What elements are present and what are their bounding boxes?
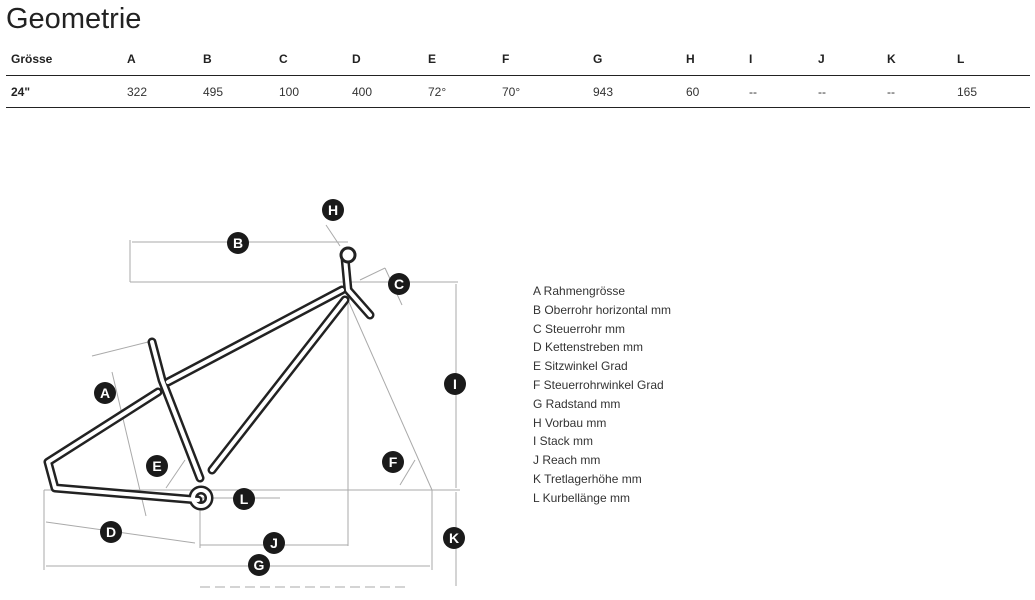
legend-item: L Kurbellänge mm: [533, 490, 630, 505]
legend-item: C Steuerrohr mm: [533, 321, 626, 336]
table-cell: 165: [957, 85, 978, 99]
header-cell: A: [127, 52, 136, 66]
svg-text:B: B: [233, 235, 243, 251]
marker-i: I: [444, 373, 466, 395]
header-cell: J: [818, 52, 825, 66]
header-cell: F: [502, 52, 510, 66]
table-cell: 72°: [428, 85, 447, 99]
legend-item: H Vorbau mm: [533, 415, 607, 430]
legend-item: J Reach mm: [533, 453, 601, 468]
svg-text:H: H: [328, 202, 338, 218]
svg-text:L: L: [240, 491, 249, 507]
geometry-legend: A Rahmengrösse B Oberrohr horizontal mm …: [533, 282, 671, 508]
table-cell: 70°: [502, 85, 521, 99]
table-cell: --: [887, 85, 895, 99]
svg-text:F: F: [389, 454, 398, 470]
table-cell: --: [818, 85, 826, 99]
svg-text:A: A: [100, 385, 110, 401]
table-cell: 100: [279, 85, 300, 99]
geometry-table: Grösse A B C D E F G H I J K L 24" 322 4…: [6, 44, 1030, 108]
table-cell: --: [749, 85, 757, 99]
legend-item: F Steuerrohrwinkel Grad: [533, 377, 664, 392]
legend-item: K Tretlagerhöhe mm: [533, 471, 642, 486]
table-cell: 322: [127, 85, 148, 99]
legend-item: G Radstand mm: [533, 396, 621, 411]
header-cell: B: [203, 52, 212, 66]
svg-text:G: G: [254, 557, 265, 573]
header-cell: K: [887, 52, 896, 66]
marker-e: E: [146, 455, 168, 477]
table-cell: 60: [686, 85, 700, 99]
marker-h: H: [322, 199, 344, 221]
table-cell: 943: [593, 85, 614, 99]
svg-text:I: I: [453, 376, 457, 392]
marker-j: J: [263, 532, 285, 554]
header-cell: D: [352, 52, 361, 66]
marker-k: K: [443, 527, 465, 549]
header-cell: C: [279, 52, 288, 66]
marker-d: D: [100, 521, 122, 543]
bike-frame: [43, 246, 375, 511]
svg-text:C: C: [394, 276, 404, 292]
marker-l: L: [233, 488, 255, 510]
dimension-markers: A B C D E F G H I J K L: [94, 199, 466, 576]
table-cell: 24": [11, 85, 31, 99]
table-cell: 495: [203, 85, 224, 99]
header-cell: G: [593, 52, 603, 66]
svg-text:J: J: [270, 535, 278, 551]
header-cell: Grösse: [11, 52, 53, 66]
legend-item: B Oberrohr horizontal mm: [533, 302, 672, 317]
svg-text:E: E: [152, 458, 161, 474]
header-cell: H: [686, 52, 695, 66]
page-title: Geometrie: [6, 3, 142, 35]
header-cell: L: [957, 52, 965, 66]
table-cell: 400: [352, 85, 373, 99]
legend-item: E Sitzwinkel Grad: [533, 359, 628, 374]
legend-item: A Rahmengrösse: [533, 284, 626, 298]
marker-c: C: [388, 273, 410, 295]
stem-clamp-icon: [339, 246, 357, 264]
table-header-row: Grösse A B C D E F G H I J K L: [6, 44, 1030, 76]
table-row: 24" 322 495 100 400 72° 70° 943 60 -- --…: [6, 76, 1030, 108]
legend-item: I Stack mm: [533, 434, 594, 449]
svg-text:K: K: [449, 530, 459, 546]
marker-b: B: [227, 232, 249, 254]
frame-geometry-diagram: A B C D E F G H I J K L: [43, 199, 466, 588]
marker-g: G: [248, 554, 270, 576]
header-cell: I: [749, 52, 753, 66]
svg-text:D: D: [106, 524, 116, 540]
marker-a: A: [94, 382, 116, 404]
header-cell: E: [428, 52, 437, 66]
marker-f: F: [382, 451, 404, 473]
legend-item: D Kettenstreben mm: [533, 340, 644, 355]
